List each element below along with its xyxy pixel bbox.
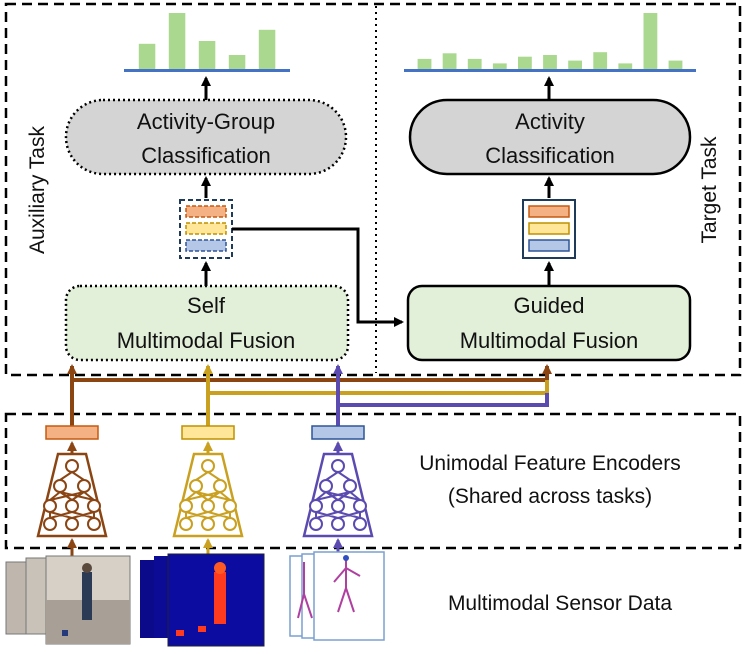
- encoders-caption: Unimodal Feature Encoders: [419, 452, 680, 475]
- aux-classifier-title: Activity-Group: [137, 109, 275, 134]
- rgb-feature-vector: [45, 425, 99, 440]
- guided-multimodal-fusion: [406, 284, 692, 362]
- target-hist-bar-11: [668, 60, 683, 69]
- target-classifier-subtitle: Classification: [485, 143, 615, 168]
- auxiliary-task-label: Auxiliary Task: [26, 126, 49, 254]
- guidance-arrow: [232, 227, 404, 327]
- target-hist-bar-10: [643, 13, 658, 69]
- target-hist-bar-3: [467, 58, 482, 69]
- aux-classifier-subtitle: Classification: [141, 143, 271, 168]
- aux-hist-bar-4: [228, 55, 246, 69]
- aux-fused-feature-icon: [179, 199, 233, 259]
- auxiliary-output-histogram: [124, 13, 290, 72]
- aux-hist-bar-5: [258, 29, 276, 69]
- guided-fusion-title: Guided: [514, 293, 585, 318]
- target-task-label: Target Task: [698, 136, 721, 243]
- depth-encoder-network-icon: [172, 452, 244, 538]
- target-hist-bar-8: [593, 52, 608, 69]
- target-fused-feature-icon: [522, 199, 576, 259]
- aux-hist-bar-2: [168, 13, 186, 69]
- target-hist-bar-7: [568, 60, 582, 69]
- sensor-data-caption: Multimodal Sensor Data: [448, 592, 672, 615]
- rgb-video-frames: [5, 555, 131, 645]
- skeleton-feature-routing: [333, 364, 549, 426]
- skeleton-frames: [289, 551, 385, 641]
- skeleton-feature-vector: [311, 425, 365, 440]
- aux-hist-bar-1: [138, 43, 156, 69]
- depth-feature-vector: [181, 425, 235, 440]
- target-hist-bar-2: [442, 53, 457, 69]
- target-hist-bar-5: [518, 56, 532, 69]
- depth-map-frames: [140, 553, 265, 647]
- target-classifier-title: Activity: [515, 109, 585, 134]
- skeleton-encoder-network-icon: [302, 452, 374, 538]
- activity-classifier: [408, 98, 692, 176]
- target-output-histogram: [404, 13, 696, 72]
- activity-group-classifier: [64, 98, 348, 176]
- target-hist-bar-9: [618, 63, 633, 69]
- target-hist-bar-1: [417, 58, 432, 69]
- target-hist-bar-4: [492, 63, 507, 69]
- self-multimodal-fusion: [64, 284, 350, 362]
- task-container: [4, 2, 742, 377]
- encoders-subcaption: (Shared across tasks): [448, 485, 652, 508]
- guided-fusion-subtitle: Multimodal Fusion: [460, 328, 639, 353]
- aux-hist-bar-3: [198, 41, 216, 69]
- rgb-encoder-network-icon: [36, 452, 108, 538]
- target-hist-bar-6: [543, 55, 557, 69]
- self-fusion-title: Self: [187, 293, 226, 318]
- encoder-container: [4, 412, 742, 550]
- self-fusion-subtitle: Multimodal Fusion: [117, 328, 296, 353]
